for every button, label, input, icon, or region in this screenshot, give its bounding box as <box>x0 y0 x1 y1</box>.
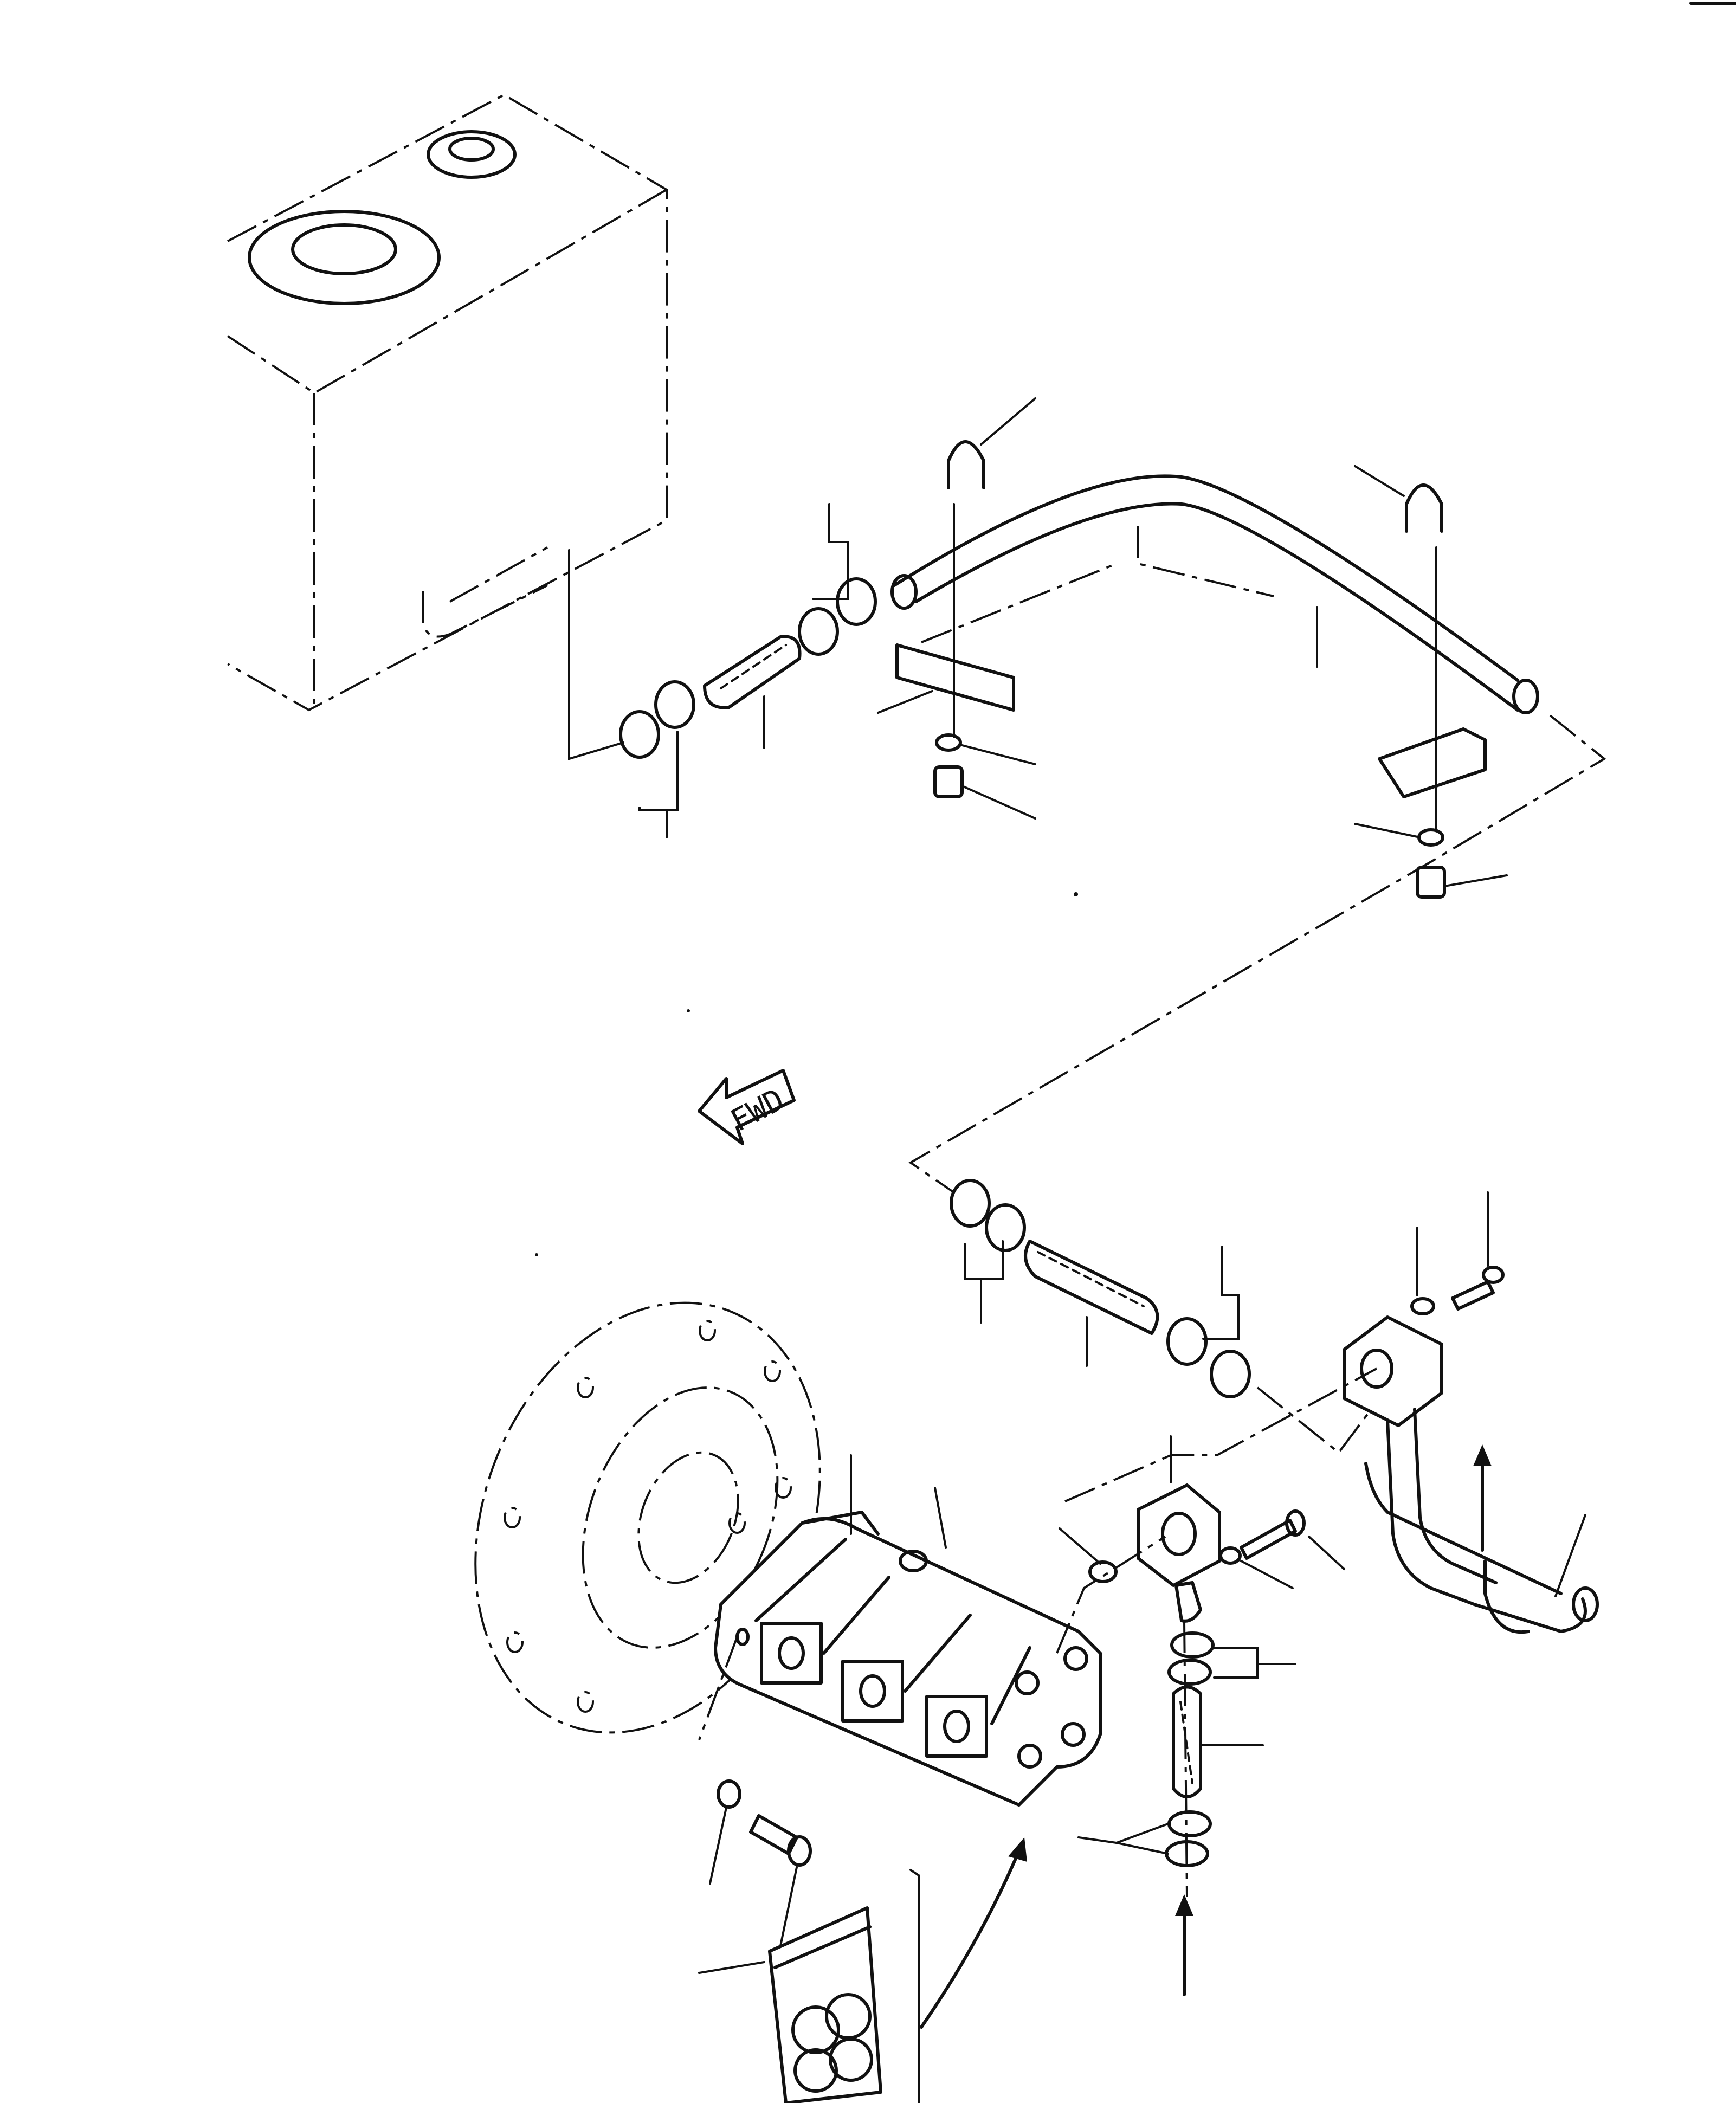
mounting-bracket <box>895 643 1015 712</box>
hose-clamp <box>1210 1350 1251 1398</box>
suction-pipe <box>893 474 1519 682</box>
hose-clamp <box>836 577 877 626</box>
socket-bolt <box>1240 1519 1297 1560</box>
o-ring <box>1088 1560 1118 1583</box>
washer <box>717 1779 741 1809</box>
hose-clamp <box>619 710 660 759</box>
pump-port <box>760 1622 823 1685</box>
pump-port <box>925 1695 988 1758</box>
fwd-arrow-icon: FWD <box>698 1069 796 1145</box>
pump-port <box>841 1660 904 1723</box>
mounting-bracket <box>1378 727 1487 798</box>
upper-suction-line <box>619 440 1539 899</box>
triple-gear-pump <box>714 1511 1102 1807</box>
washer <box>1417 828 1444 847</box>
hose-clamp <box>950 1179 991 1228</box>
hydraulic-tank <box>227 93 668 712</box>
callout-leaders-lower <box>698 1191 1586 1974</box>
hose-clamp <box>1167 1659 1212 1686</box>
rubber-hose <box>1024 1240 1159 1335</box>
pump-inlet-hose <box>1165 1631 1215 1996</box>
nut <box>933 765 964 798</box>
connection-line <box>908 714 1606 1194</box>
washer <box>935 733 962 752</box>
breather-cap <box>427 130 517 179</box>
suction-port-internal <box>422 584 548 638</box>
nut <box>1416 866 1446 899</box>
hose-clamp <box>1166 1317 1208 1366</box>
socket-bolt <box>1451 1280 1495 1311</box>
o-ring <box>899 1550 928 1572</box>
return-tube <box>1364 1462 1563 1595</box>
hose-clamp <box>1170 1631 1215 1659</box>
seal-kit-bag-icon <box>768 1837 1027 2103</box>
hose-clamp <box>798 607 839 656</box>
hose-clamp <box>985 1203 1026 1252</box>
u-bolt <box>947 440 985 489</box>
lower-suction-line <box>950 1179 1599 1634</box>
filler-cap-ring <box>248 210 441 305</box>
hose-clamp <box>1167 1810 1212 1837</box>
u-bolt <box>1405 483 1443 533</box>
rubber-hose <box>703 635 802 709</box>
pump-suction-flange <box>1137 1483 1306 1623</box>
washer <box>1410 1297 1435 1315</box>
suction-tube <box>1386 1418 1476 1606</box>
housing-bolt-holes <box>504 1320 792 1713</box>
hose-elbow <box>1174 1581 1202 1623</box>
hose-clamp <box>654 680 695 729</box>
callout-leaders-upper <box>568 397 1508 887</box>
washer <box>1219 1546 1242 1565</box>
pump-mounting-bolt <box>717 1779 812 1867</box>
